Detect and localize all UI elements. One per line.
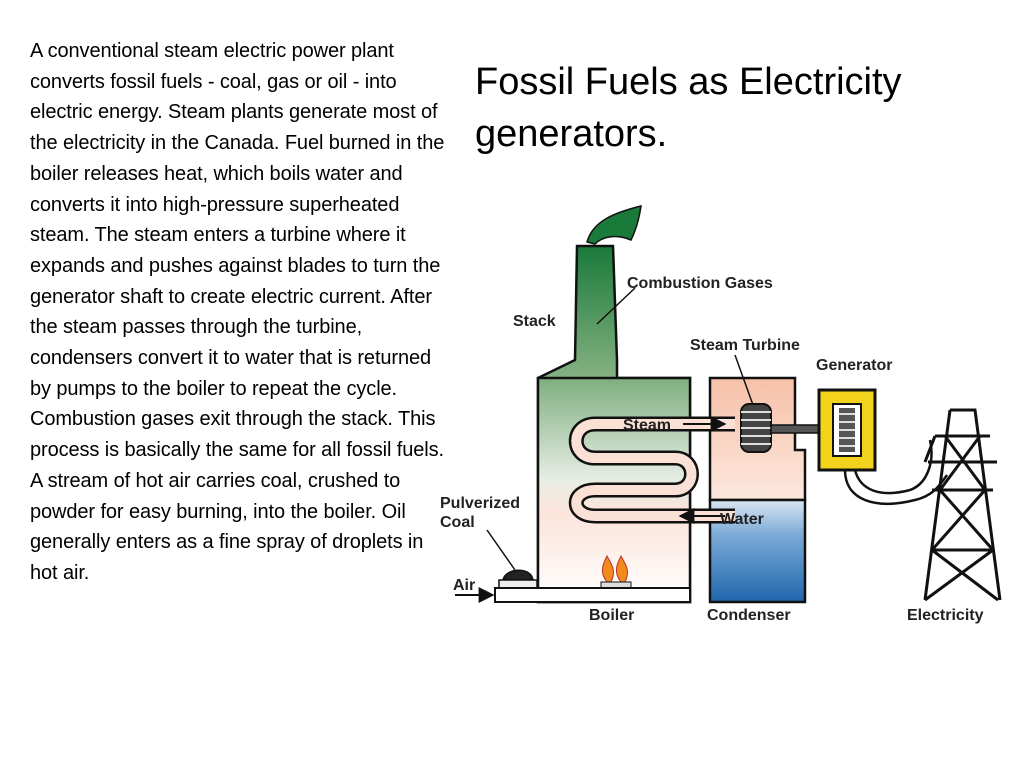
power-wire-1 <box>843 469 949 505</box>
power-wire-2 <box>853 439 933 495</box>
air-pipe <box>494 587 691 603</box>
label-steam-turbine: Steam Turbine <box>690 337 800 354</box>
power-plant-diagram: Combustion Gases Stack Steam Turbine Gen… <box>440 205 1002 624</box>
label-coal: Coal <box>440 514 475 531</box>
coal-inlet <box>498 569 538 589</box>
label-boiler: Boiler <box>589 607 634 624</box>
label-condenser: Condenser <box>707 607 791 624</box>
pulverized-coal-leader <box>486 529 516 571</box>
label-stack: Stack <box>513 313 556 330</box>
condenser-tank <box>708 498 807 604</box>
boiler-flames <box>600 554 632 589</box>
label-generator: Generator <box>816 357 892 374</box>
label-pulverized: Pulverized <box>440 495 520 512</box>
slide-title: Fossil Fuels as Electricity generators. <box>475 61 902 155</box>
label-water: Water <box>720 511 764 528</box>
label-steam: Steam <box>623 417 671 434</box>
label-combustion-gases: Combustion Gases <box>627 275 773 292</box>
label-electricity: Electricity <box>907 607 984 624</box>
combustion-gases-leader <box>596 287 636 325</box>
transmission-tower <box>923 408 1002 602</box>
steam-turbine-leader <box>734 354 754 406</box>
slide-body-text: A conventional steam electric power plan… <box>30 40 445 584</box>
turbine-rotor <box>740 403 772 453</box>
label-air: Air <box>453 577 475 594</box>
smoke-plume <box>586 205 642 245</box>
generator-rotor <box>839 408 855 452</box>
